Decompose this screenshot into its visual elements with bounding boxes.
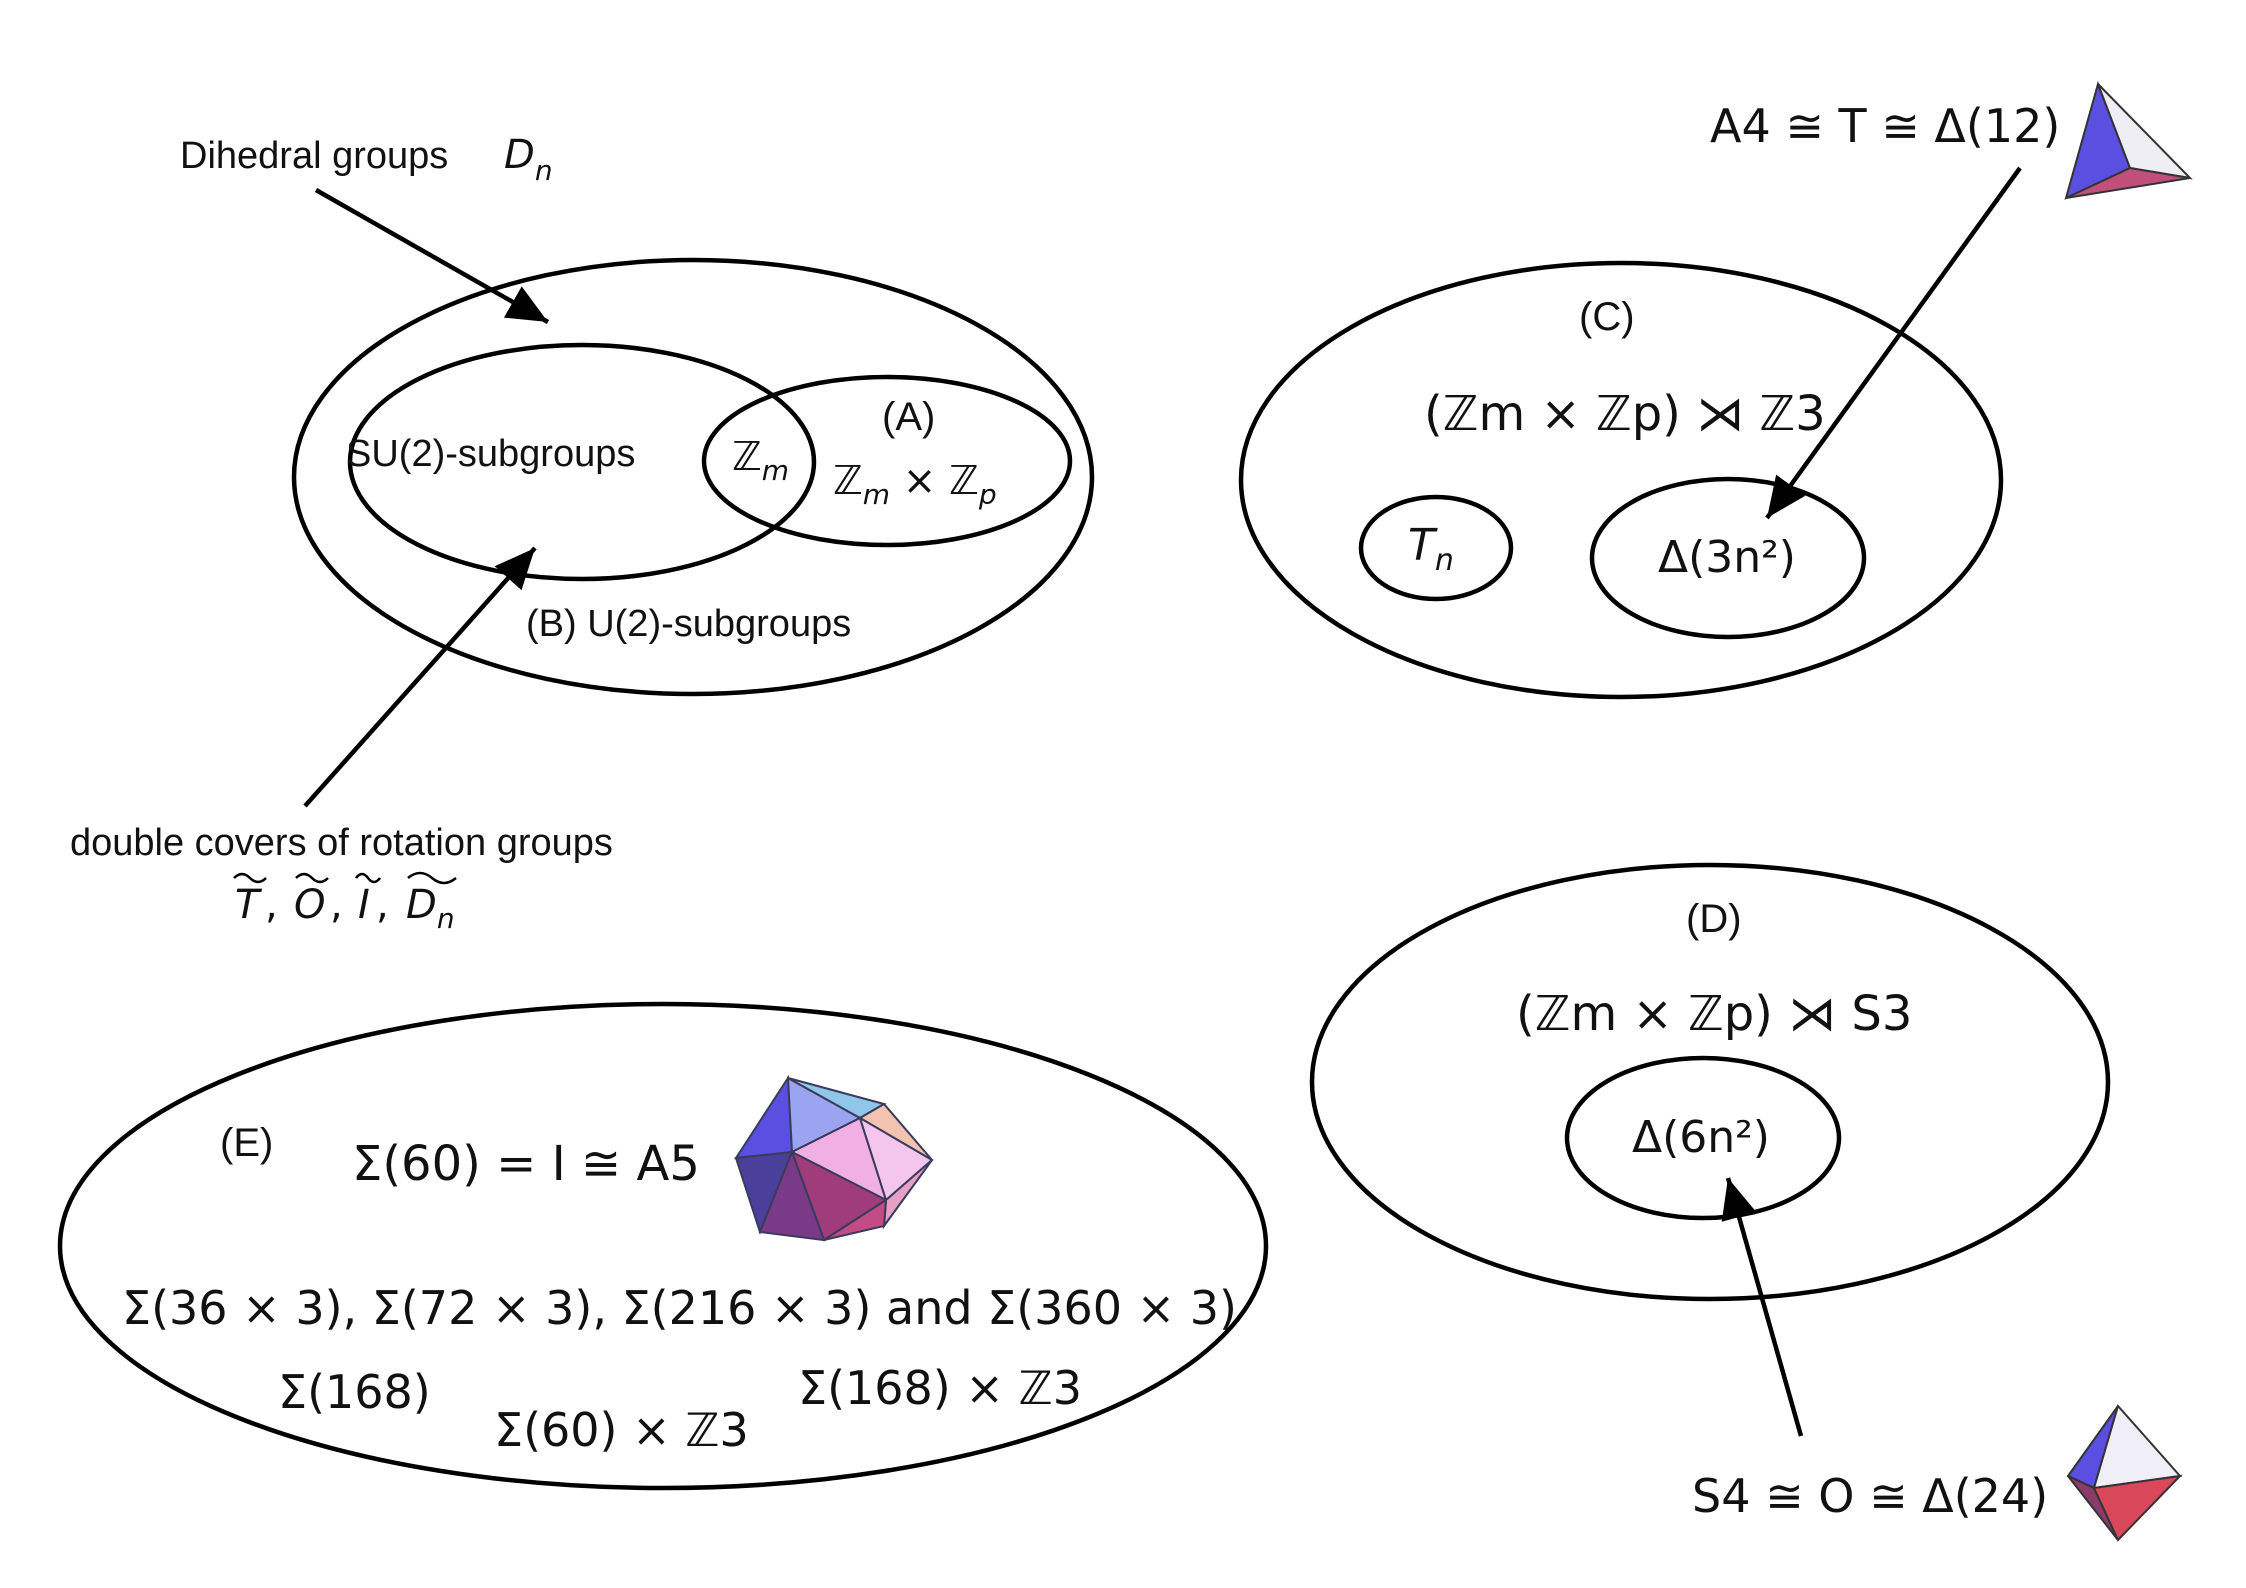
delta-6n2-label: Δ(6n²): [1632, 1112, 1770, 1163]
a-product-label: ℤm × ℤp: [833, 458, 997, 511]
svg-text:I: I: [358, 882, 370, 928]
delta-3n2-label: Δ(3n²): [1658, 532, 1796, 583]
su2-label: SU(2)-subgroups: [346, 433, 635, 475]
su2-subgroups-ellipse: [347, 342, 817, 582]
dihedral-symbol: Dn: [504, 132, 553, 187]
double-covers-label: double covers of rotation groups: [70, 822, 613, 864]
s4-arrow: [1721, 1177, 1804, 1437]
e-sigma60: Σ(60) = I ≅ A5: [352, 1136, 700, 1192]
abelian-a-ellipse: [701, 374, 1073, 548]
svg-text:Dn: Dn: [406, 882, 455, 935]
class-e-ellipse: [57, 1001, 1269, 1491]
e-row: Σ(36 × 3), Σ(72 × 3), Σ(216 × 3) and Σ(3…: [122, 1281, 1237, 1335]
icosahedron-icon: [734, 1074, 934, 1242]
e-sigma168: Σ(168): [278, 1365, 431, 1419]
tag-b-label: (B) U(2)-subgroups: [526, 603, 851, 645]
svg-text:,: ,: [265, 882, 278, 928]
u2-subgroups-ellipse: [291, 257, 1095, 697]
a4-line: A4 ≅ T ≅ Δ(12): [1710, 99, 2060, 153]
class-c-ellipse: [1238, 260, 2004, 700]
tn-label: Tn: [1408, 520, 1454, 578]
tag-a: (A): [882, 395, 935, 439]
c-formula: (ℤm × ℤp) ⋊ ℤ3: [1424, 386, 1826, 442]
double-covers-symbols: T , O , I , Dn: [233, 871, 457, 935]
dihedral-arrow: [314, 188, 550, 324]
a4-arrow: [1765, 166, 2022, 520]
delta-6n2-ellipse: [1564, 1055, 1842, 1221]
svg-text:T: T: [235, 882, 263, 928]
octahedron-icon: [2066, 1403, 2183, 1542]
tag-d: (D): [1686, 897, 1742, 941]
svg-text:,: ,: [330, 882, 343, 928]
zm-center-label: ℤm: [732, 434, 789, 487]
s4-line: S4 ≅ O ≅ Δ(24): [1692, 1469, 2048, 1523]
tetrahedron-icon: [2064, 80, 2193, 200]
svg-text:O: O: [294, 882, 325, 928]
svg-text:Dihedral groups: Dihedral groups: [180, 135, 448, 177]
double-cover-arrow: [303, 546, 537, 808]
dihedral-label: Dihedral groups: [180, 135, 448, 177]
d-formula: (ℤm × ℤp) ⋊ S3: [1516, 986, 1912, 1042]
tag-e: (E): [220, 1121, 273, 1165]
tn-ellipse: [1358, 494, 1514, 602]
delta-3n2-ellipse: [1589, 476, 1867, 640]
tag-c: (C): [1579, 295, 1635, 339]
svg-text:,: ,: [376, 882, 389, 928]
e-sigma168-z3: Σ(168) × ℤ3: [798, 1361, 1082, 1415]
class-d-ellipse: [1309, 862, 2111, 1302]
e-sigma60-z3: Σ(60) × ℤ3: [494, 1403, 749, 1457]
